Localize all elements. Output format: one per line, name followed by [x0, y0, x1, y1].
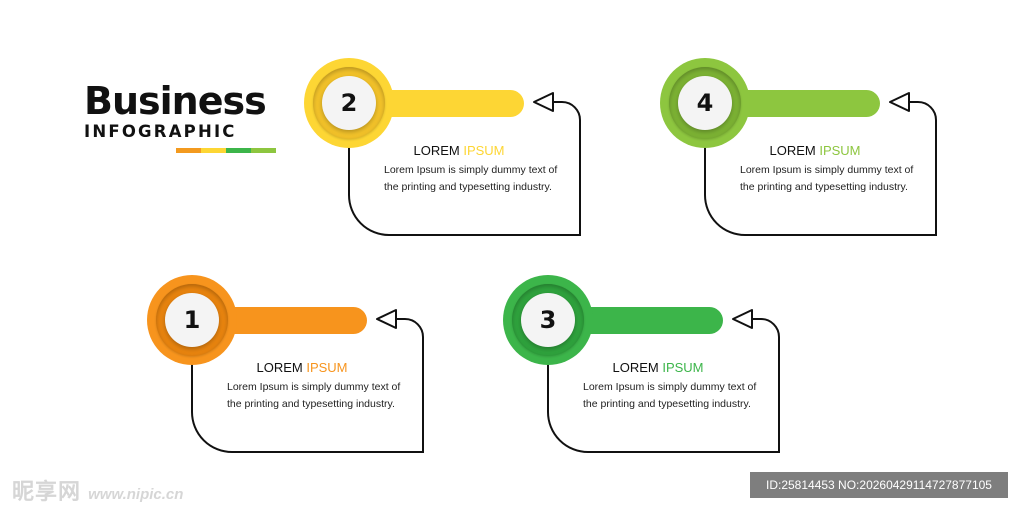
step-frame-line [547, 309, 780, 453]
step-heading: LOREM IPSUM [384, 143, 534, 158]
step-heading-accent: IPSUM [306, 360, 348, 375]
arrow-head-icon [889, 92, 910, 112]
step-heading: LOREM IPSUM [227, 360, 377, 375]
step-frame-line [704, 92, 937, 236]
step-card-2: 2 LOREM IPSUM Lorem Ipsum is simply dumm… [304, 58, 594, 248]
step-body: Lorem Ipsum is simply dummy text of the … [583, 381, 757, 410]
step-number: 4 [678, 76, 732, 130]
step-heading: LOREM IPSUM [740, 143, 890, 158]
arrow-head-icon [376, 309, 397, 329]
step-badge: 3 [503, 275, 593, 365]
title-color-bar [176, 148, 276, 153]
watermark-logo-text: 昵享网 [12, 479, 82, 504]
watermark-url: www.nipic.cn [88, 486, 184, 503]
step-heading-main: LOREM [769, 143, 820, 158]
step-heading-accent: IPSUM [662, 360, 704, 375]
step-number: 3 [521, 293, 575, 347]
step-card-3: 3 LOREM IPSUM Lorem Ipsum is simply dumm… [503, 275, 793, 465]
title-main: Business [84, 79, 267, 123]
step-frame-line [191, 309, 424, 453]
title-bar-segment [251, 148, 276, 153]
step-body: Lorem Ipsum is simply dummy text of the … [227, 381, 401, 410]
step-badge: 1 [147, 275, 237, 365]
title-bar-segment [201, 148, 226, 153]
title-bar-segment [176, 148, 201, 153]
step-heading: LOREM IPSUM [583, 360, 733, 375]
title-sub: INFOGRAPHIC [84, 122, 237, 141]
step-body: Lorem Ipsum is simply dummy text of the … [740, 164, 914, 193]
step-heading-accent: IPSUM [819, 143, 861, 158]
step-card-4: 4 LOREM IPSUM Lorem Ipsum is simply dumm… [660, 58, 950, 248]
step-badge: 2 [304, 58, 394, 148]
step-frame-line [348, 92, 581, 236]
step-card-1: 1 LOREM IPSUM Lorem Ipsum is simply dumm… [147, 275, 437, 465]
step-heading-accent: IPSUM [463, 143, 505, 158]
step-number: 2 [322, 76, 376, 130]
title-bar-segment [226, 148, 251, 153]
infographic-title: Business INFOGRAPHIC [84, 80, 284, 153]
watermark-logo: 昵享网 www.nipic.cn [12, 474, 183, 506]
step-heading-main: LOREM [612, 360, 663, 375]
step-body: Lorem Ipsum is simply dummy text of the … [384, 164, 558, 193]
watermark-id: ID:25814453 NO:20260429114727877105 [750, 472, 1008, 498]
step-heading-main: LOREM [256, 360, 307, 375]
arrow-head-icon [533, 92, 554, 112]
step-heading-main: LOREM [413, 143, 464, 158]
step-number: 1 [165, 293, 219, 347]
step-badge: 4 [660, 58, 750, 148]
arrow-head-icon [732, 309, 753, 329]
